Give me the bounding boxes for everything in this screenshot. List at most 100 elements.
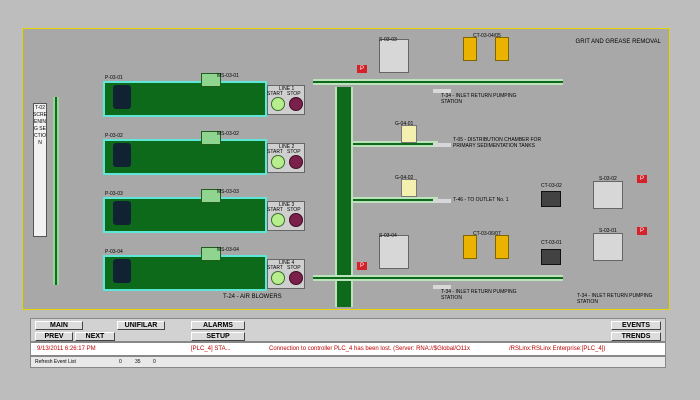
main-button[interactable]: MAIN	[35, 321, 83, 330]
start-label: START	[267, 207, 283, 213]
setup-button[interactable]: SETUP	[191, 332, 245, 341]
refresh-label[interactable]: Refresh Event List	[35, 359, 76, 365]
equip-label: S-03-01	[599, 228, 617, 234]
blower-icon	[201, 189, 221, 203]
pump-label: P-03-03	[105, 191, 123, 197]
stop-button[interactable]	[289, 97, 303, 111]
machine-icon	[379, 235, 409, 269]
pump-label: P-03-04	[105, 249, 123, 255]
status-count: 0	[119, 359, 122, 365]
process-line-3: P-03-03 MS-03-03 LINE 3 START STOP	[103, 189, 313, 241]
collector-pipe	[335, 87, 353, 307]
container-icon	[541, 191, 561, 207]
pump-icon	[113, 143, 131, 167]
stop-button[interactable]	[289, 213, 303, 227]
p-badge: P	[357, 262, 367, 270]
tank-icon	[495, 235, 509, 259]
machine-icon	[379, 39, 409, 73]
pump-label: P-03-02	[105, 133, 123, 139]
process-line-1: P-03-01 MS-03-01 LINE 1 START STOP	[103, 73, 313, 125]
blower-icon	[201, 131, 221, 145]
start-label: START	[267, 149, 283, 155]
supply-pipe	[313, 79, 563, 85]
start-button[interactable]	[271, 155, 285, 169]
stop-button[interactable]	[289, 271, 303, 285]
air-blowers-label: T-24 - AIR BLOWERS	[223, 294, 282, 300]
blower-label: MS-03-01	[217, 73, 239, 79]
process-line-2: P-03-02 MS-03-02 LINE 2 START STOP	[103, 131, 313, 183]
blower-label: MS-03-03	[217, 189, 239, 195]
start-button[interactable]	[271, 97, 285, 111]
p-badge: P	[637, 175, 647, 183]
page-title: GRIT AND GREASE REMOVAL	[575, 39, 661, 45]
dest-label: T-34 - INLET RETURN PUMPING STATION	[577, 293, 653, 305]
alarm-source: [PLC_4] STA...	[191, 346, 231, 352]
equip-label: CT-03-04/05	[473, 33, 501, 39]
process-frame: GRIT AND GREASE REMOVAL T-02 SCREENING S…	[22, 28, 670, 310]
equip-label: G-04-02	[395, 175, 414, 181]
unifilar-button[interactable]: UNIFILAR	[117, 321, 165, 330]
start-label: START	[267, 91, 283, 97]
start-button[interactable]	[271, 213, 285, 227]
events-button[interactable]: EVENTS	[611, 321, 661, 330]
equip-label: CT-03-06/07	[473, 231, 501, 237]
arrow-right-icon	[433, 285, 451, 289]
blower-icon	[201, 247, 221, 261]
arrow-right-icon	[433, 199, 451, 203]
stop-label: STOP	[287, 207, 301, 213]
main-vertical-pipe	[53, 97, 59, 285]
start-label: START	[267, 265, 283, 271]
valve-icon	[401, 179, 417, 197]
screening-section	[33, 103, 47, 237]
blower-label: MS-03-04	[217, 247, 239, 253]
screening-label: T-02 SCREENING SECTION	[33, 105, 47, 146]
arrow-right-icon	[433, 143, 451, 147]
dest-label: T-46 - TO OUTLET No. 1	[453, 197, 509, 203]
tank-icon	[495, 37, 509, 61]
stop-label: STOP	[287, 149, 301, 155]
line-label: LINE 1	[279, 86, 295, 92]
supply-pipe	[353, 197, 438, 203]
equip-label: S-03-03	[379, 37, 397, 43]
p-badge: P	[637, 227, 647, 235]
p-badge: P	[357, 65, 367, 73]
dest-label: T-34 - INLET RETURN PUMPING STATION	[441, 289, 517, 301]
blower-icon	[201, 73, 221, 87]
stop-button[interactable]	[289, 155, 303, 169]
pump-icon	[113, 85, 131, 109]
pump-icon	[113, 259, 131, 283]
alarm-server: /RSLinx:RSLinx Enterprise:[PLC_4])	[509, 346, 606, 352]
valve-icon	[401, 125, 417, 143]
equip-label: G-04-01	[395, 121, 414, 127]
process-line-4: P-03-04 MS-03-04 LINE 4 START STOP	[103, 247, 313, 299]
tank-icon	[463, 37, 477, 61]
equip-label: CT-03-01	[541, 240, 562, 246]
stop-label: STOP	[287, 91, 301, 97]
prev-button[interactable]: PREV	[35, 332, 73, 341]
status-count: 0	[153, 359, 156, 365]
trends-button[interactable]: TRENDS	[611, 332, 661, 341]
pump-label: P-03-01	[105, 75, 123, 81]
tank-icon	[463, 235, 477, 259]
toolbar: MAIN UNIFILAR ALARMS SETUP PREV NEXT EVE…	[30, 318, 666, 342]
line-label: LINE 2	[279, 144, 295, 150]
arrow-right-icon	[433, 89, 451, 93]
line-label: LINE 4	[279, 260, 295, 266]
equip-label: S-03-04	[379, 233, 397, 239]
supply-pipe	[313, 275, 563, 281]
alarm-message: Connection to controller PLC_4 has been …	[269, 346, 470, 352]
alarms-button[interactable]: ALARMS	[191, 321, 245, 330]
pump-icon	[113, 201, 131, 225]
next-button[interactable]: NEXT	[75, 332, 115, 341]
container-icon	[541, 249, 561, 265]
dest-label: T-34 - INLET RETURN PUMPING STATION	[441, 93, 517, 105]
start-button[interactable]	[271, 271, 285, 285]
status-bar: Refresh Event List 0 35 0	[30, 356, 666, 368]
machine-icon	[593, 233, 623, 261]
equip-label: CT-03-02	[541, 183, 562, 189]
dest-label: T-05 - DISTRIBUTION CHAMBER FOR PRIMARY …	[453, 137, 542, 149]
supply-pipe	[353, 141, 438, 147]
line-label: LINE 3	[279, 202, 295, 208]
alarm-time: 9/13/2011 6:26:17 PM	[37, 346, 96, 352]
blower-label: MS-03-02	[217, 131, 239, 137]
